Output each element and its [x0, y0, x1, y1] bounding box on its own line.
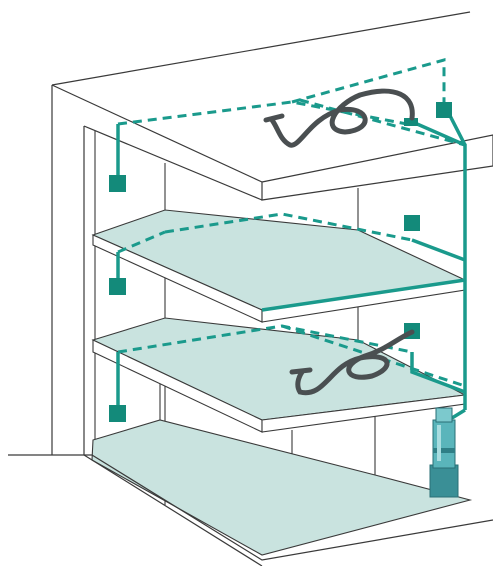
unit-top — [436, 408, 452, 422]
unit-band — [433, 448, 455, 453]
unit-base — [430, 465, 458, 497]
inlet-top-right — [436, 102, 452, 118]
top-dashed-run-right — [292, 60, 444, 104]
unit-body — [433, 420, 455, 468]
riser-to-unit — [452, 410, 465, 418]
inlet-top-left — [109, 175, 126, 192]
unit-highlight — [437, 425, 441, 461]
basement-floor-surface — [92, 420, 470, 555]
central-vacuum-unit-icon — [430, 408, 458, 497]
middle-branch-right — [412, 240, 465, 260]
inlet-middle-left — [109, 278, 126, 295]
lower-floor-hose-wand — [292, 370, 310, 372]
top-floor-hose — [272, 91, 412, 145]
inlet-lower-left — [109, 405, 126, 422]
inlet-middle-right — [404, 215, 420, 231]
top-floor-hose-wand — [266, 116, 282, 120]
roof-outline — [52, 12, 470, 85]
